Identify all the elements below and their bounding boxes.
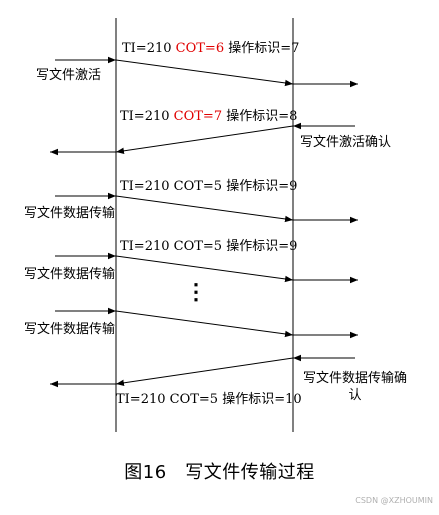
side-label-write-data-2: 写文件数据传输 (24, 267, 116, 282)
watermark: CSDN @XZHOUMIN (355, 496, 433, 505)
side-label-write-data-3: 写文件数据传输 (24, 322, 116, 337)
ellipsis: ⋮ (185, 279, 207, 305)
side-label-write-activate: 写文件激活 (36, 68, 102, 83)
message-label-1-post: 操作标识=7 (224, 41, 300, 56)
message-arrow-4 (115, 255, 294, 283)
message-label-3: TI=210 COT=5 操作标识=9 (120, 179, 298, 194)
sequence-diagram: TI=210 COT=6 操作标识=7 TI=210 COT=7 操作标识=8 … (24, 18, 407, 432)
side-label-write-activate-confirm: 写文件激活确认 (300, 135, 392, 150)
message-label-1-cot: COT=6 (175, 41, 225, 56)
message-arrow-3 (115, 195, 294, 223)
message-label-4: TI=210 COT=5 操作标识=9 (120, 239, 298, 254)
message-label-1-pre: TI=210 (122, 41, 176, 56)
message-arrow-5 (115, 310, 294, 338)
message-arrow-1 (115, 59, 294, 87)
message-label-2-cot: COT=7 (173, 109, 223, 124)
diagram-canvas (50, 18, 358, 432)
message-arrow-2 (115, 125, 294, 155)
side-label-write-data-1: 写文件数据传输 (24, 206, 116, 221)
message-label-1: TI=210 COT=6 操作标识=7 (122, 40, 299, 57)
message-label-5: TI=210 COT=5 操作标识=10 (116, 392, 302, 407)
figure-caption: 图16 写文件传输过程 (124, 462, 315, 483)
side-label-write-data-confirm: 写文件数据传输确认 (302, 371, 407, 403)
message-arrow-6 (115, 357, 294, 387)
message-label-2-pre: TI=210 (120, 109, 174, 124)
message-label-2-post: 操作标识=8 (222, 109, 298, 124)
message-label-2: TI=210 COT=7 操作标识=8 (120, 108, 297, 125)
